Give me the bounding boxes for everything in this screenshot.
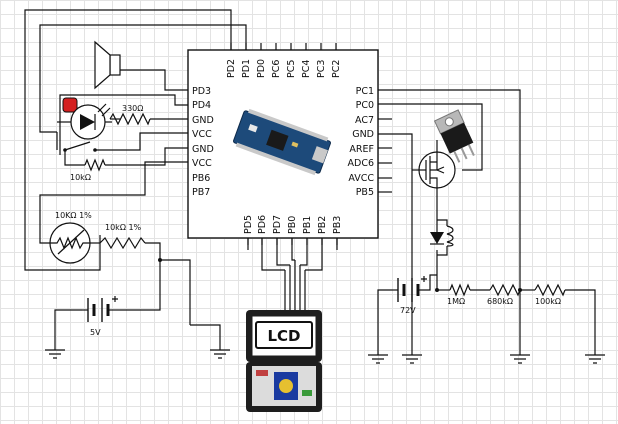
mcu-left-pins: PD3 PD4 GND VCC GND VCC PB6 PB7 [192,86,214,198]
switch [63,141,118,152]
ground-symbol [368,354,388,364]
mcu-bottom-pins: PD5 PD6 PD7 PB0 PB1 PB2 PB3 [243,215,343,234]
pin-label: PB3 [332,216,343,234]
ground-symbol [585,354,605,364]
resistor-label: 10kΩ 1% [105,223,142,232]
pin-label: PB2 [317,216,328,234]
mosfet [412,140,456,189]
pin-label: PC0 [356,100,374,111]
pin-label: PC6 [271,60,282,78]
pin-label: PD2 [226,59,237,78]
led-pushbutton [56,97,112,150]
ground-symbol [210,349,230,359]
ground-symbol [510,354,530,364]
pin-label: AC7 [355,115,374,126]
resistor-680k: 680kΩ [487,283,521,306]
arduino-nano-board-image [233,108,331,176]
pin-label: PD4 [192,100,211,111]
mcu-right-pins: PC1 PC0 AC7 GND AREF ADC6 AVCC PB5 [348,86,375,198]
wires [24,9,596,355]
pin-label: PB6 [192,173,210,184]
pin-label: GND [192,115,214,126]
junction-dots [158,258,522,292]
pin-label: PD5 [243,215,254,234]
resistor-label: 100kΩ [535,297,561,306]
pin-label: VCC [192,129,212,140]
mcu-top-pins: PD2 PD1 PD0 PC6 PC5 PC4 PC3 PC2 [226,59,342,78]
battery-label: 72V [400,306,416,315]
pin-label: PD3 [192,86,211,97]
battery-label: 5V [90,328,101,337]
pin-label: PD0 [256,59,267,78]
thermistor: 10KΩ 1% [49,211,92,264]
pin-label: PB5 [356,187,374,198]
pin-label: PC2 [331,60,342,78]
speaker [94,40,121,90]
pin-label: ADC6 [348,158,375,169]
pin-label: VCC [192,158,212,169]
resistor-label: 330Ω [122,104,143,113]
pin-label: PD7 [272,215,283,234]
pin-label: AVCC [348,173,374,184]
ground-symbols [45,349,605,364]
lcd-label: LCD [267,327,300,345]
ground-symbol [402,354,422,364]
microcontroller: PD2 PD1 PD0 PC6 PC5 PC4 PC3 PC2 PD3 PD4 … [187,43,379,245]
pin-label: GND [352,129,374,140]
battery-5v: 5V [82,296,120,337]
resistor-330: 330Ω [109,104,151,126]
pin-label: PC5 [286,60,297,78]
pin-label: PB1 [302,216,313,234]
relay-coil [446,225,454,247]
pin-label: PC3 [316,60,327,78]
resistor-10k: 10kΩ [70,158,106,182]
pin-label: PD6 [257,215,268,234]
pin-label: PB7 [192,187,210,198]
resistor-100k: 100kΩ [534,283,566,306]
resistor-1m: 1MΩ [447,283,471,306]
resistor-10k-1pct: 10kΩ 1% [99,223,146,250]
resistor-label: 10kΩ [70,173,91,182]
diode [430,222,444,245]
resistor-label: 680kΩ [487,297,513,306]
pin-label: GND [192,144,214,155]
battery-72v: 72V [392,276,427,315]
lcd-module: LCD [246,310,322,412]
pin-label: AREF [349,144,374,155]
pin-label: PB0 [287,216,298,234]
mosfet-package-image [433,109,475,163]
pin-label: PD1 [241,59,252,78]
pin-label: PC1 [356,86,374,97]
pin-label: PC4 [301,60,312,78]
ground-symbol [45,349,65,359]
thermistor-label: 10KΩ 1% [55,211,92,220]
resistor-label: 1MΩ [447,297,465,306]
